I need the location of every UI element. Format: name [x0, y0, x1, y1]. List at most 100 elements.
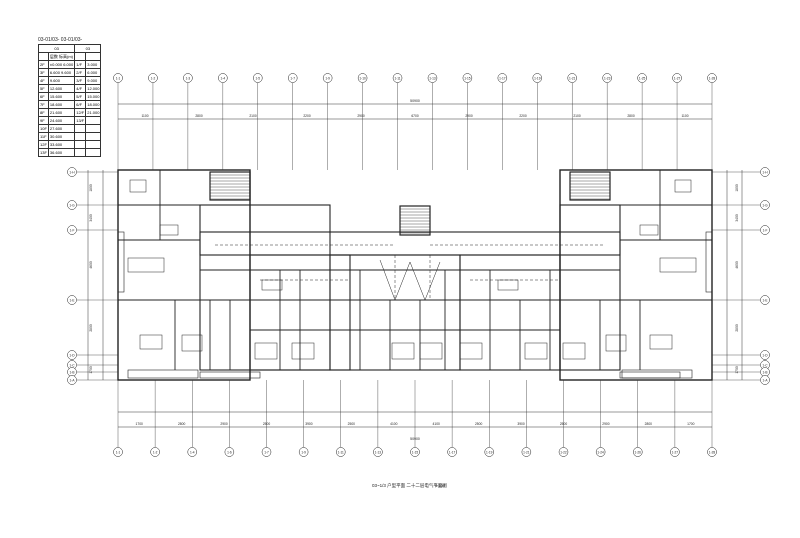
axis-marker-top-label: 1-15: [464, 76, 471, 80]
axis-marker-right-label: 1-G: [762, 203, 768, 207]
axis-marker-right: 1-A: [760, 375, 770, 385]
axis-marker-bottom: 1-22: [558, 447, 569, 457]
drawing-scale: 1:100: [435, 483, 446, 488]
axis-marker-top-label: 1-9: [325, 76, 330, 80]
axis-marker-top: 1-25: [637, 73, 647, 83]
axis-marker-top: 1-7: [287, 73, 298, 83]
bottom-dim: 1700: [687, 422, 695, 426]
axis-marker-top-label: 1-21: [569, 76, 576, 80]
left-dim: 1700: [89, 366, 93, 374]
axis-marker-bottom-label: 1-7: [264, 450, 269, 454]
axis-marker-top-label: 1-19: [534, 76, 541, 80]
top-dim: 2200: [303, 114, 311, 118]
axis-marker-left-label: 1-G: [69, 203, 75, 207]
axis-marker-top-label: 1-4: [221, 76, 226, 80]
top-dim: 2100: [573, 114, 581, 118]
top-dim: 2800: [627, 114, 635, 118]
axis-marker-bottom-label: 1-22: [560, 450, 567, 454]
axis-marker-top: 1-23: [602, 73, 612, 83]
bottom-dim: 2900: [602, 422, 610, 426]
axis-marker-top: 1-15: [462, 73, 473, 83]
top-dim: 1100: [141, 114, 148, 118]
axis-marker-bottom: 1-17: [447, 447, 457, 457]
axis-marker-bottom: 1-4: [187, 447, 197, 457]
drawing-caption: 03~1/3 户型平面 二十二层电气平面图: [372, 482, 447, 489]
axis-marker-bottom: 1-6: [224, 447, 235, 457]
axis-marker-bottom-label: 1-6: [227, 450, 232, 454]
axis-marker-bottom-label: 1-21: [523, 450, 530, 454]
axis-marker-top: 1-2: [148, 73, 158, 83]
axis-marker-right: 1-H: [760, 167, 770, 177]
axis-marker-right-label: 1-B: [763, 370, 768, 374]
axis-marker-top: 1-10: [357, 73, 368, 83]
left-dim: 1800: [89, 184, 93, 192]
top-dim: 2800: [195, 114, 203, 118]
left-dim: 2800: [89, 324, 93, 332]
axis-marker-top: 1-21: [567, 73, 577, 83]
axis-marker-bottom: 1-7: [261, 447, 272, 457]
axis-marker-bottom: 1-9: [298, 447, 309, 457]
axis-marker-right: 1-G: [760, 200, 770, 210]
axis-marker-top: 1-11: [392, 73, 403, 83]
axis-marker-bottom-label: 1-28: [709, 450, 716, 454]
top-dim: 1100: [681, 114, 688, 118]
axis-marker-top: 1-19: [532, 73, 543, 83]
axis-marker-bottom-label: 1-24: [597, 450, 604, 454]
axis-marker-top-label: 1-3: [186, 76, 191, 80]
axis-marker-left-label: 1-B: [70, 370, 75, 374]
axis-marker-left-label: 1-D: [69, 353, 75, 357]
axis-marker-right-label: 1-H: [762, 170, 768, 174]
axis-marker-bottom: 1-27: [670, 447, 680, 457]
axis-marker-left-label: 1-F: [70, 228, 75, 232]
top-dim: 2200: [519, 114, 527, 118]
level-cell: 36.600: [47, 148, 76, 157]
axis-marker-left-label: 1-E: [70, 298, 75, 302]
bottom-dim: 4100: [390, 422, 398, 426]
floor-plan: [117, 169, 713, 381]
axis-marker-left: 1-H: [67, 167, 77, 177]
bottom-dim: 4100: [433, 422, 441, 426]
bottom-dim: 2500: [263, 422, 271, 426]
axis-marker-top: 1-1: [113, 73, 123, 83]
bottom-dim: 2500: [475, 422, 483, 426]
bottom-dim: 3900: [305, 422, 313, 426]
axis-marker-top: 1-17: [497, 73, 508, 83]
axis-marker-bottom-label: 1-13: [375, 450, 382, 454]
left-dim: 3400: [89, 214, 93, 222]
axis-marker-top-label: 1-25: [639, 76, 646, 80]
axis-marker-right-label: 1-D: [762, 353, 768, 357]
bottom-dim: 1700: [136, 422, 144, 426]
bottom-dim: 2500: [348, 422, 356, 426]
axis-marker-top: 1-3: [183, 73, 193, 83]
axis-marker-left: 1-B: [67, 367, 77, 377]
axis-marker-left: 1-G: [67, 200, 77, 210]
axis-marker-left: 1-A: [67, 375, 77, 385]
axis-marker-top: 1-13: [427, 73, 438, 83]
bottom-total-dim: 50900: [410, 437, 420, 441]
level-cell: [85, 148, 102, 157]
axis-marker-bottom-label: 1-17: [449, 450, 456, 454]
axis-marker-bottom-label: 1-19: [486, 450, 493, 454]
axis-marker-left: 1-D: [67, 350, 77, 360]
axis-marker-top-label: 1-5: [255, 76, 260, 80]
axis-marker-bottom-label: 1-2: [153, 450, 158, 454]
axis-marker-bottom-label: 1-26: [635, 450, 642, 454]
axis-marker-left-label: 1-H: [69, 170, 75, 174]
top-total-dim: 50900: [410, 99, 420, 103]
top-dim: 2900: [357, 114, 365, 118]
axis-markers: 1-1 1-2 1-3 1-4 1-5 1-7 1-9 1-10 1-11 1-13 1-15 1-1…: [67, 73, 770, 457]
axis-marker-bottom: 1-13: [373, 447, 383, 457]
top-dim: 2100: [249, 114, 257, 118]
axis-marker-top: 1-4: [218, 73, 228, 83]
top-dim: 6700: [411, 114, 419, 118]
right-dim: 1700: [735, 366, 739, 374]
axis-marker-bottom-label: 1-4: [190, 450, 195, 454]
axis-marker-top-label: 1-1: [116, 76, 121, 80]
dimension-lines: [87, 103, 743, 428]
axis-marker-left-label: 1-C: [69, 363, 75, 367]
axis-marker-top-label: 1-27: [674, 76, 681, 80]
axis-marker-top-label: 1-11: [394, 76, 400, 80]
axis-marker-left: 1-F: [67, 225, 77, 235]
